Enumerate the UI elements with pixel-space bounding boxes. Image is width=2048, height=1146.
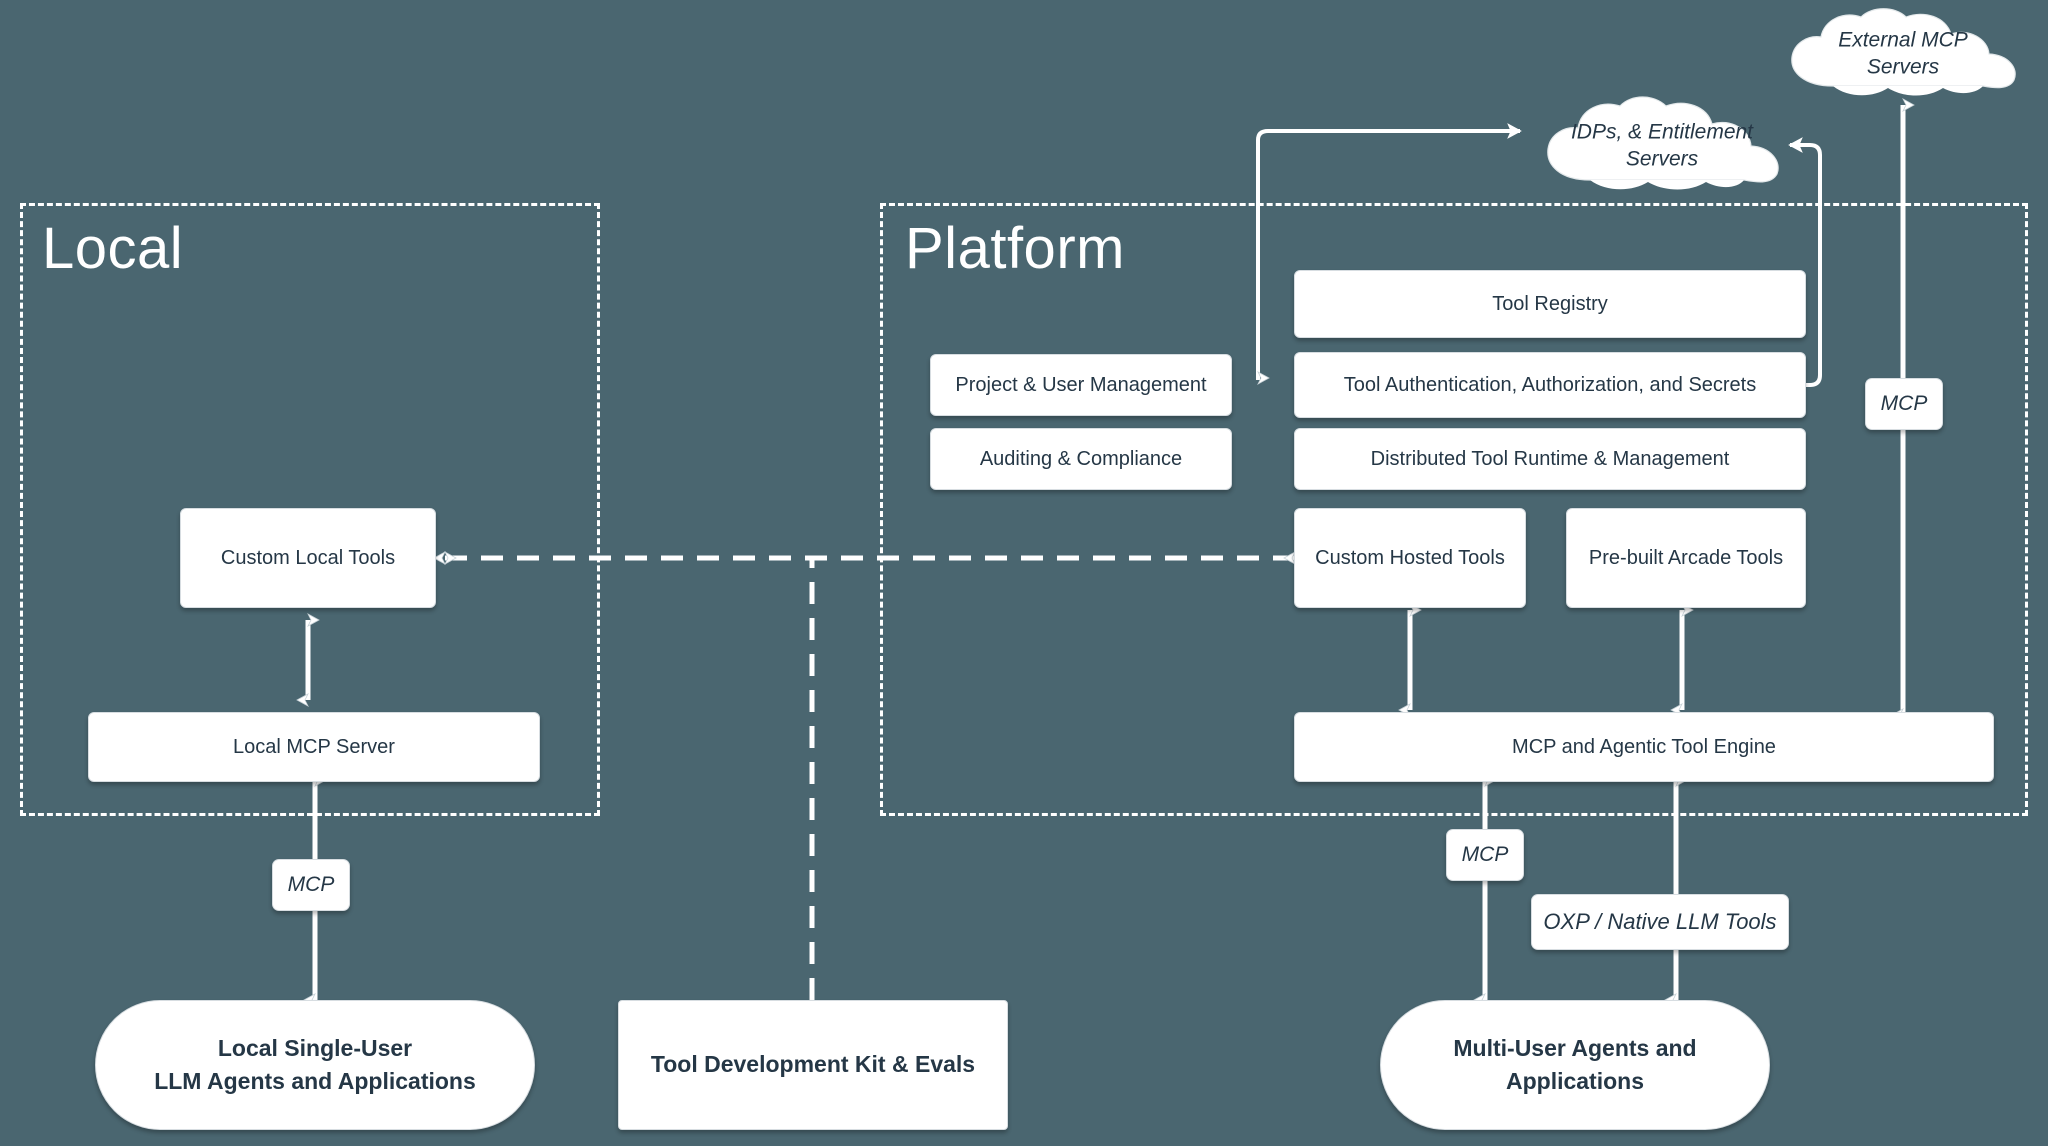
node-local-agents-line1: Local Single-User	[217, 1034, 413, 1061]
cloud-external-mcp-servers-label: External MCP Servers	[1838, 28, 1968, 79]
box-auditing-compliance[interactable]: Auditing & Compliance	[930, 428, 1232, 490]
box-custom-local-tools[interactable]: Custom Local Tools	[180, 508, 436, 608]
node-local-agents-line2: LLM Agents and Applications	[154, 1068, 476, 1094]
region-platform-title: Platform	[905, 216, 1125, 281]
edge-label-oxp-native-llm-tools: OXP / Native LLM Tools	[1531, 894, 1789, 950]
edge-label-mcp-local: MCP	[272, 859, 350, 911]
box-local-mcp-server[interactable]: Local MCP Server	[88, 712, 540, 782]
node-tool-development-kit-evals[interactable]: Tool Development Kit & Evals	[618, 1000, 1008, 1130]
node-local-agents[interactable]: Local Single-User LLM Agents and Applica…	[95, 1000, 535, 1130]
edge-label-mcp-external: MCP	[1865, 378, 1943, 430]
node-multi-user-agents-line2: Applications	[1505, 1068, 1644, 1094]
node-multi-user-agents-line1: Multi-User Agents and	[1453, 1034, 1697, 1061]
node-multi-user-agents-text: Multi-User Agents and Applications	[1453, 1032, 1696, 1099]
box-custom-hosted-tools[interactable]: Custom Hosted Tools	[1294, 508, 1526, 608]
cloud-external-mcp-servers: External MCP Servers	[1778, 8, 2028, 100]
edge-label-mcp-agents: MCP	[1446, 829, 1524, 881]
box-project-user-management[interactable]: Project & User Management	[930, 354, 1232, 416]
box-distributed-tool-runtime-management[interactable]: Distributed Tool Runtime & Management	[1294, 428, 1806, 490]
cloud-idps-entitlement-servers-label: IDPs, & Entitlement Servers	[1534, 119, 1790, 174]
region-platform	[880, 203, 2028, 816]
cloud-idps-line2: Servers	[1625, 148, 1699, 171]
node-multi-user-agents[interactable]: Multi-User Agents and Applications	[1380, 1000, 1770, 1130]
cloud-shape-icon	[1547, 96, 1779, 190]
cloud-idps-line1: IDPs, & Entitlement	[1570, 120, 1754, 144]
region-local	[20, 203, 600, 816]
cloud-idps-entitlement-servers: IDPs, & Entitlement Servers	[1534, 96, 1790, 196]
edge-project-user-mgmt-to-idps	[1256, 123, 1522, 385]
region-local-title: Local	[42, 216, 184, 281]
node-local-agents-text: Local Single-User LLM Agents and Applica…	[154, 1032, 476, 1099]
box-mcp-agentic-tool-engine[interactable]: MCP and Agentic Tool Engine	[1294, 712, 1994, 782]
box-tool-authentication-authorization-secrets[interactable]: Tool Authentication, Authorization, and …	[1294, 352, 1806, 418]
box-tool-registry[interactable]: Tool Registry	[1294, 270, 1806, 338]
cloud-shape-icon	[1791, 8, 2016, 96]
box-pre-built-arcade-tools[interactable]: Pre-built Arcade Tools	[1566, 508, 1806, 608]
